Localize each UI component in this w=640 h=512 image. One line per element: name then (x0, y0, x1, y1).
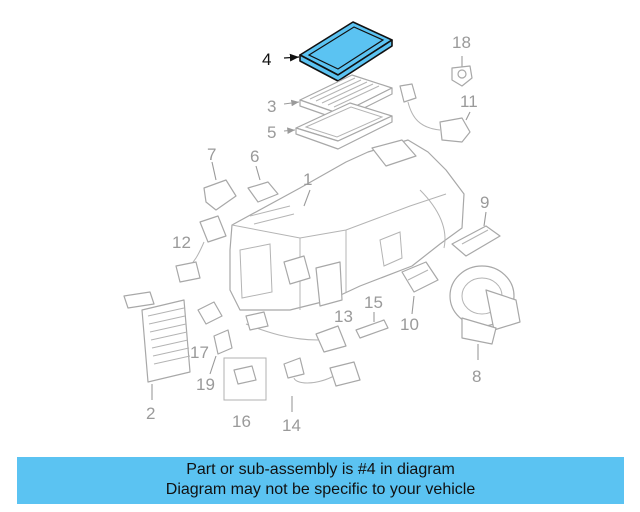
callout-6: 6 (250, 147, 259, 166)
part-7-module (203, 161, 237, 211)
callout-10: 10 (400, 315, 419, 334)
info-banner: Part or sub-assembly is #4 in diagram Di… (17, 457, 624, 504)
part-16-clip-kit (223, 357, 267, 401)
part-11-actuator (399, 83, 471, 143)
part-18-sensor (451, 56, 473, 87)
callout-14: 14 (282, 416, 301, 435)
callout-labels: 4 18 3 11 5 7 6 1 9 12 15 13 10 17 8 19 … (146, 33, 489, 435)
part-14-actuator (283, 357, 361, 412)
callout-1: 1 (303, 170, 312, 189)
part-13-actuator (245, 311, 347, 353)
part-17-sensor (197, 301, 223, 325)
part-9-bracket (451, 211, 501, 257)
part-1-hvac-housing (229, 139, 465, 311)
callout-15: 15 (364, 293, 383, 312)
callout-7: 7 (207, 145, 216, 164)
callout-18: 18 (452, 33, 471, 52)
callout-19: 19 (196, 375, 215, 394)
callout-12: 12 (172, 233, 191, 252)
callout-8: 8 (472, 367, 481, 386)
part-15-bracket (355, 312, 389, 339)
banner-line-disclaimer: Diagram may not be specific to your vehi… (165, 481, 476, 498)
callout-9: 9 (480, 193, 489, 212)
part-6-small-module (247, 165, 279, 203)
part-2-heater-core (123, 291, 191, 400)
part-12-actuator (175, 215, 227, 283)
banner-line-part: Part or sub-assembly is #4 in diagram (186, 461, 455, 478)
callout-17: 17 (190, 343, 209, 362)
callout-3: 3 (267, 97, 276, 116)
callout-2: 2 (146, 404, 155, 423)
parts-diagram: 4 18 3 11 5 7 6 1 9 12 15 13 10 17 8 19 … (123, 21, 521, 435)
callout-16: 16 (232, 412, 251, 431)
callout-4: 4 (262, 50, 271, 69)
part-5-filter-frame (283, 102, 393, 150)
part-8-blower-motor (449, 265, 521, 360)
callout-11: 11 (460, 92, 478, 111)
part-10-resistor (401, 261, 439, 315)
callout-13: 13 (334, 307, 353, 326)
part-19-sensor (209, 329, 233, 375)
callout-5: 5 (267, 123, 276, 142)
part-4-filter-highlighted[interactable] (283, 21, 393, 82)
